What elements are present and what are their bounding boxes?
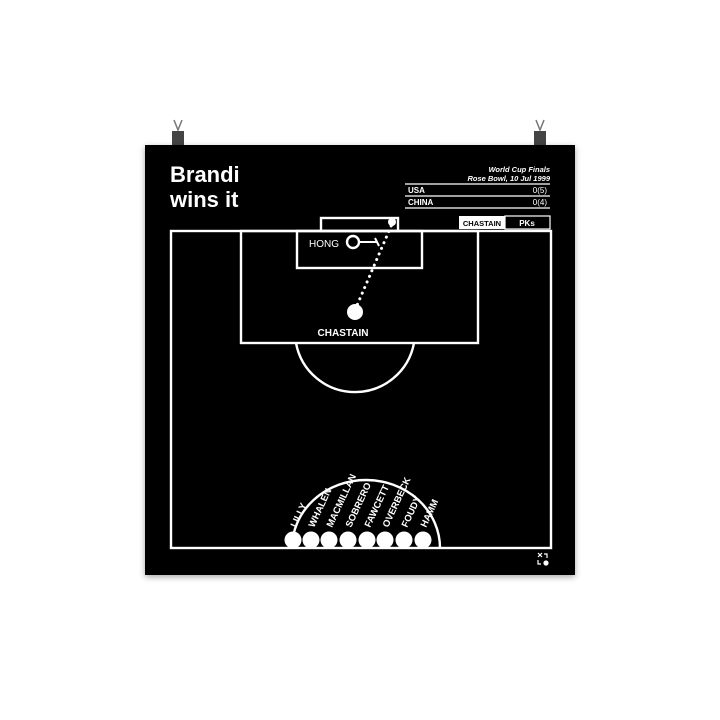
venue-date: Rose Bowl, 10 Jul 1999	[467, 174, 550, 183]
player-marker	[395, 531, 413, 549]
player-marker	[302, 531, 320, 549]
period-label: PKs	[519, 219, 535, 228]
keeper-name: HONG	[309, 239, 339, 250]
keeper-dive-icon	[359, 237, 380, 247]
title-line-1: Brandi	[170, 162, 240, 187]
shot-path	[353, 222, 394, 312]
shooter-marker	[347, 304, 363, 320]
pitch-diagram: World Cup Finals Rose Bowl, 10 Jul 1999 …	[169, 165, 553, 566]
team-score-usa: 0(5)	[533, 186, 548, 195]
center-circle-arc	[290, 478, 442, 549]
competition: World Cup Finals	[488, 165, 550, 174]
binder-clip-left	[172, 119, 184, 145]
scorer-name: CHASTAIN	[463, 219, 501, 228]
penalty-arc	[294, 342, 416, 394]
player-marker	[284, 531, 302, 549]
team-name-usa: USA	[408, 186, 425, 195]
keeper-marker	[345, 234, 361, 250]
player-marker	[339, 531, 357, 549]
poster-title: Brandi wins it	[170, 162, 240, 212]
period-badge	[504, 215, 551, 230]
title-line-2: wins it	[170, 187, 239, 212]
team-score-china: 0(4)	[533, 198, 548, 207]
poster: Brandi wins it World Cup Finals Rose Bow…	[145, 145, 575, 575]
goal	[319, 216, 400, 233]
lineup: LILLY WHALEN MACMILLAN SOBRERO FAWCETT O…	[284, 472, 441, 549]
penalty-box	[239, 229, 480, 345]
player-marker	[376, 531, 394, 549]
player-marker	[358, 531, 376, 549]
binder-clip-right	[534, 119, 546, 145]
player-marker	[414, 531, 432, 549]
shooter-name: CHASTAIN	[318, 328, 369, 339]
team-name-china: CHINA	[408, 198, 434, 207]
player-marker	[320, 531, 338, 549]
brand-logo-icon	[537, 552, 549, 566]
ball-icon	[388, 218, 396, 226]
scorer-badge	[459, 216, 505, 229]
pitch-lines	[169, 216, 553, 550]
